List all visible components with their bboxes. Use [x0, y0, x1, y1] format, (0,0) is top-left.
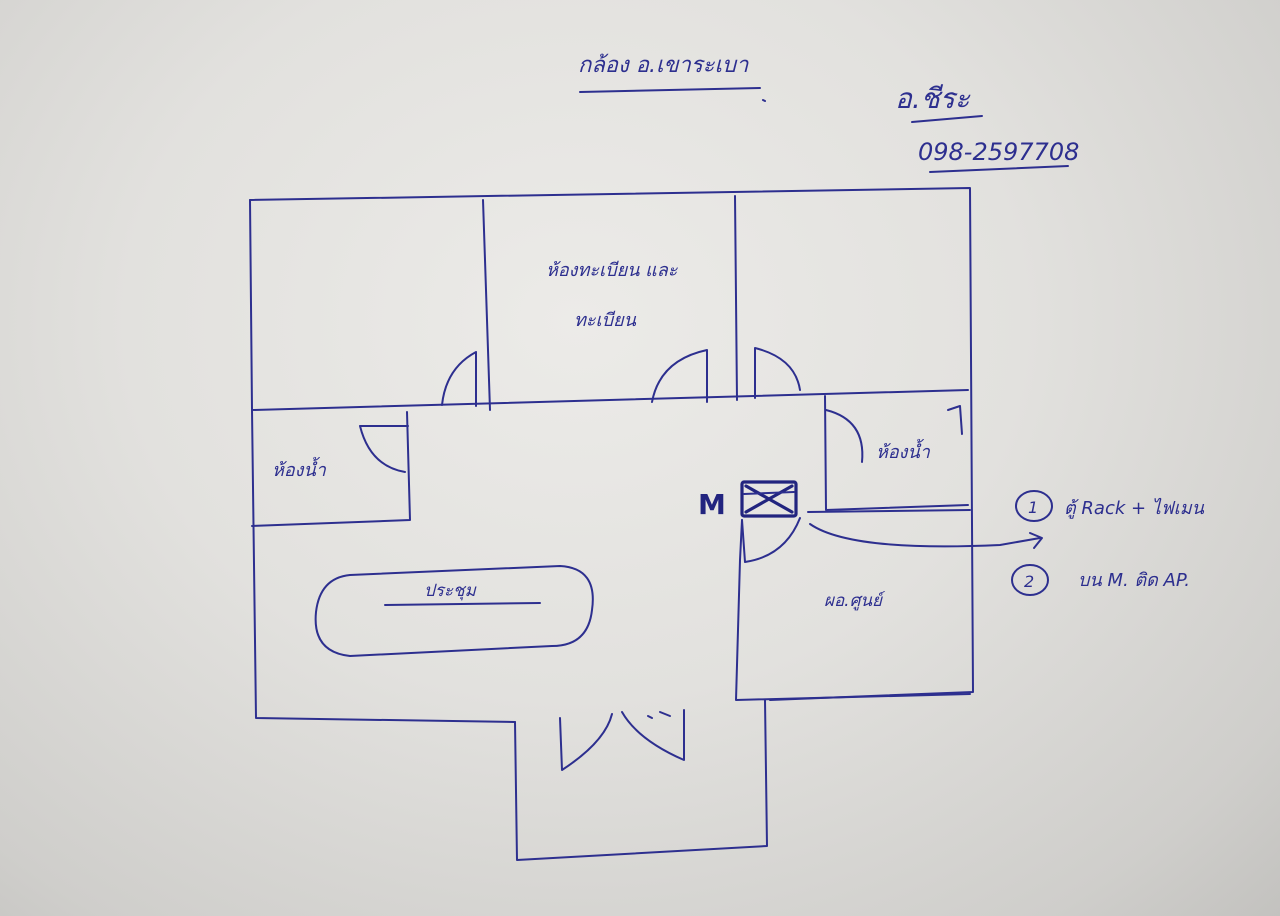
note-1-number: 1	[1028, 498, 1038, 517]
title-underline	[579, 87, 761, 93]
note-2-circle	[1011, 564, 1049, 596]
entrance-door-right	[621, 709, 685, 761]
meeting-table-label: ประชุม	[424, 581, 477, 601]
contact-phone: 098-2597708	[918, 138, 1079, 166]
door-right-lower-room	[741, 517, 801, 563]
door-top-left	[441, 351, 477, 407]
wall-right-lower-top	[807, 509, 971, 513]
room-label-left-small: ห้องน้ำ	[272, 456, 327, 481]
entrance-annex	[514, 699, 768, 861]
note-2-number: 2	[1024, 572, 1034, 591]
meeting-table	[314, 565, 594, 657]
room-label-right-small: ห้องน้ำ	[876, 438, 931, 463]
entrance-door-left	[559, 713, 613, 771]
wall-right-small-room	[824, 395, 969, 511]
entrance-ticks	[647, 711, 671, 719]
wall-right-lower-room	[735, 519, 971, 701]
title-dot	[762, 99, 766, 102]
door-right-small-room	[825, 409, 864, 463]
annotation-arrow	[809, 523, 1041, 548]
wall-top-divider-2	[734, 195, 738, 401]
contact-name: อ.ชีระ	[895, 82, 971, 115]
door-top-middle	[651, 349, 708, 403]
note-1-circle	[1015, 490, 1053, 522]
contact-name-underline	[911, 115, 983, 123]
plan-title: กล้อง อ.เขาระเบา	[578, 53, 749, 78]
wall-top-divider-1	[482, 199, 491, 411]
annotation-arrowhead	[1029, 532, 1043, 549]
note-1: 1 ตู้ Rack + ไฟเมน	[1015, 490, 1205, 522]
door-top-right	[754, 347, 801, 399]
room-label-top-middle-2: ทะเบียน	[574, 310, 637, 331]
meeting-table-line	[384, 602, 541, 606]
note-2: 2 บน M. ติด AP.	[1011, 564, 1190, 596]
note-2-text: บน M. ติด AP.	[1078, 570, 1190, 591]
rack-marker-letter: M	[698, 488, 726, 521]
mark-right-small-room	[947, 405, 963, 435]
door-left-small-room	[359, 425, 409, 473]
wall-left-small-room	[251, 411, 411, 527]
note-1-text: ตู้ Rack + ไฟเมน	[1064, 497, 1205, 519]
room-label-right-lower: ผอ.ศูนย์	[824, 591, 886, 611]
contact-phone-underline	[929, 165, 1069, 173]
wall-top-rooms-bottom	[251, 389, 969, 411]
outer-wall-left	[249, 199, 516, 723]
room-label-top-middle-1: ห้องทะเบียน และ	[546, 260, 679, 281]
rack-marker-icon	[740, 480, 798, 518]
